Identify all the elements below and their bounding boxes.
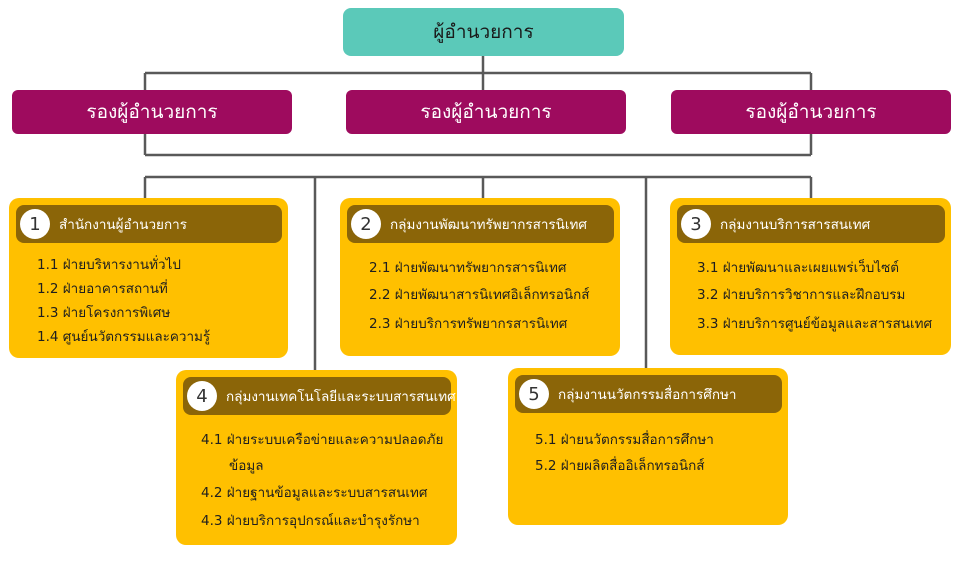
- department-items: 5.1 ฝ่ายนวัตกรรมสื่อการศึกษา 5.2 ฝ่ายผลิ…: [508, 427, 788, 479]
- deputy-label: รองผู้อำนวยการ: [86, 101, 218, 123]
- department-number-badge: 3: [681, 209, 711, 239]
- department-2-box: 2 กลุ่มงานพัฒนาทรัพยากรสารนิเทศ 2.1 ฝ่าย…: [340, 198, 620, 356]
- deputy-box-right: รองผู้อำนวยการ: [671, 90, 951, 134]
- department-item: 4.2 ฝ่ายฐานข้อมูลและระบบสารสนเทศ: [201, 485, 428, 501]
- department-5-box: 5 กลุ่มงานนวัตกรรมสื่อการศึกษา 5.1 ฝ่ายน…: [508, 368, 788, 525]
- department-item: 1.4 ศูนย์นวัตกรรมและความรู้: [37, 329, 211, 345]
- department-items: 4.1 ฝ่ายระบบเครือข่ายและความปลอดภัย ข้อม…: [176, 427, 457, 534]
- department-item: 4.1 ฝ่ายระบบเครือข่ายและความปลอดภัย: [201, 432, 444, 448]
- department-item: 2.3 ฝ่ายบริการทรัพยากรสารนิเทศ: [369, 316, 568, 332]
- department-number-badge: 4: [187, 381, 217, 411]
- department-item: 1.2 ฝ่ายอาคารสถานที่: [37, 281, 168, 297]
- department-item: 5.2 ฝ่ายผลิตสื่ออิเล็กทรอนิกส์: [535, 458, 705, 474]
- department-number-badge: 2: [351, 209, 381, 239]
- department-item: 2.1 ฝ่ายพัฒนาทรัพยากรสารนิเทศ: [369, 260, 567, 276]
- department-title: กลุ่มงานเทคโนโลยีและระบบสารสนเทศ: [226, 389, 456, 405]
- department-header: 4 กลุ่มงานเทคโนโลยีและระบบสารสนเทศ: [183, 377, 456, 415]
- department-items: 1.1 ฝ่ายบริหารงานทั่วไป 1.2 ฝ่ายอาคารสถา…: [9, 253, 288, 349]
- department-items: 2.1 ฝ่ายพัฒนาทรัพยากรสารนิเทศ 2.2 ฝ่ายพั…: [340, 255, 620, 339]
- department-item: 1.3 ฝ่ายโครงการพิเศษ: [37, 305, 171, 321]
- department-4-box: 4 กลุ่มงานเทคโนโลยีและระบบสารสนเทศ 4.1 ฝ…: [176, 370, 457, 545]
- department-title: กลุ่มงานนวัตกรรมสื่อการศึกษา: [558, 387, 737, 403]
- department-title: สำนักงานผู้อำนวยการ: [59, 217, 187, 233]
- director-label: ผู้อำนวยการ: [433, 21, 534, 43]
- department-items: 3.1 ฝ่ายพัฒนาและเผยแพร่เว็บไซต์ 3.2 ฝ่าย…: [670, 255, 951, 339]
- director-box: ผู้อำนวยการ: [343, 8, 624, 56]
- department-item: 2.2 ฝ่ายพัฒนาสารนิเทศอิเล็กทรอนิกส์: [369, 287, 590, 303]
- department-item: 3.2 ฝ่ายบริการวิชาการและฝึกอบรม: [697, 287, 906, 303]
- department-number-badge: 1: [20, 209, 50, 239]
- department-header: 5 กลุ่มงานนวัตกรรมสื่อการศึกษา: [515, 375, 782, 413]
- department-3-box: 3 กลุ่มงานบริการสารสนเทศ 3.1 ฝ่ายพัฒนาแล…: [670, 198, 951, 355]
- department-item: 4.3 ฝ่ายบริการอุปกรณ์และบำรุงรักษา: [201, 513, 420, 529]
- department-1-box: 1 สำนักงานผู้อำนวยการ 1.1 ฝ่ายบริหารงานท…: [9, 198, 288, 358]
- deputy-box-left: รองผู้อำนวยการ: [12, 90, 292, 134]
- deputy-box-middle: รองผู้อำนวยการ: [346, 90, 626, 134]
- department-item: 3.3 ฝ่ายบริการศูนย์ข้อมูลและสารสนเทศ: [697, 316, 933, 332]
- department-title: กลุ่มงานพัฒนาทรัพยากรสารนิเทศ: [390, 217, 587, 233]
- department-header: 2 กลุ่มงานพัฒนาทรัพยากรสารนิเทศ: [347, 205, 614, 243]
- department-header: 1 สำนักงานผู้อำนวยการ: [16, 205, 282, 243]
- department-title: กลุ่มงานบริการสารสนเทศ: [720, 217, 871, 233]
- deputy-label: รองผู้อำนวยการ: [420, 101, 552, 123]
- department-item: 1.1 ฝ่ายบริหารงานทั่วไป: [37, 257, 181, 273]
- department-header: 3 กลุ่มงานบริการสารสนเทศ: [677, 205, 945, 243]
- department-number-badge: 5: [519, 379, 549, 409]
- department-item: 5.1 ฝ่ายนวัตกรรมสื่อการศึกษา: [535, 432, 714, 448]
- deputy-label: รองผู้อำนวยการ: [745, 101, 877, 123]
- department-item-continuation: ข้อมูล: [229, 458, 264, 474]
- department-item: 3.1 ฝ่ายพัฒนาและเผยแพร่เว็บไซต์: [697, 260, 900, 276]
